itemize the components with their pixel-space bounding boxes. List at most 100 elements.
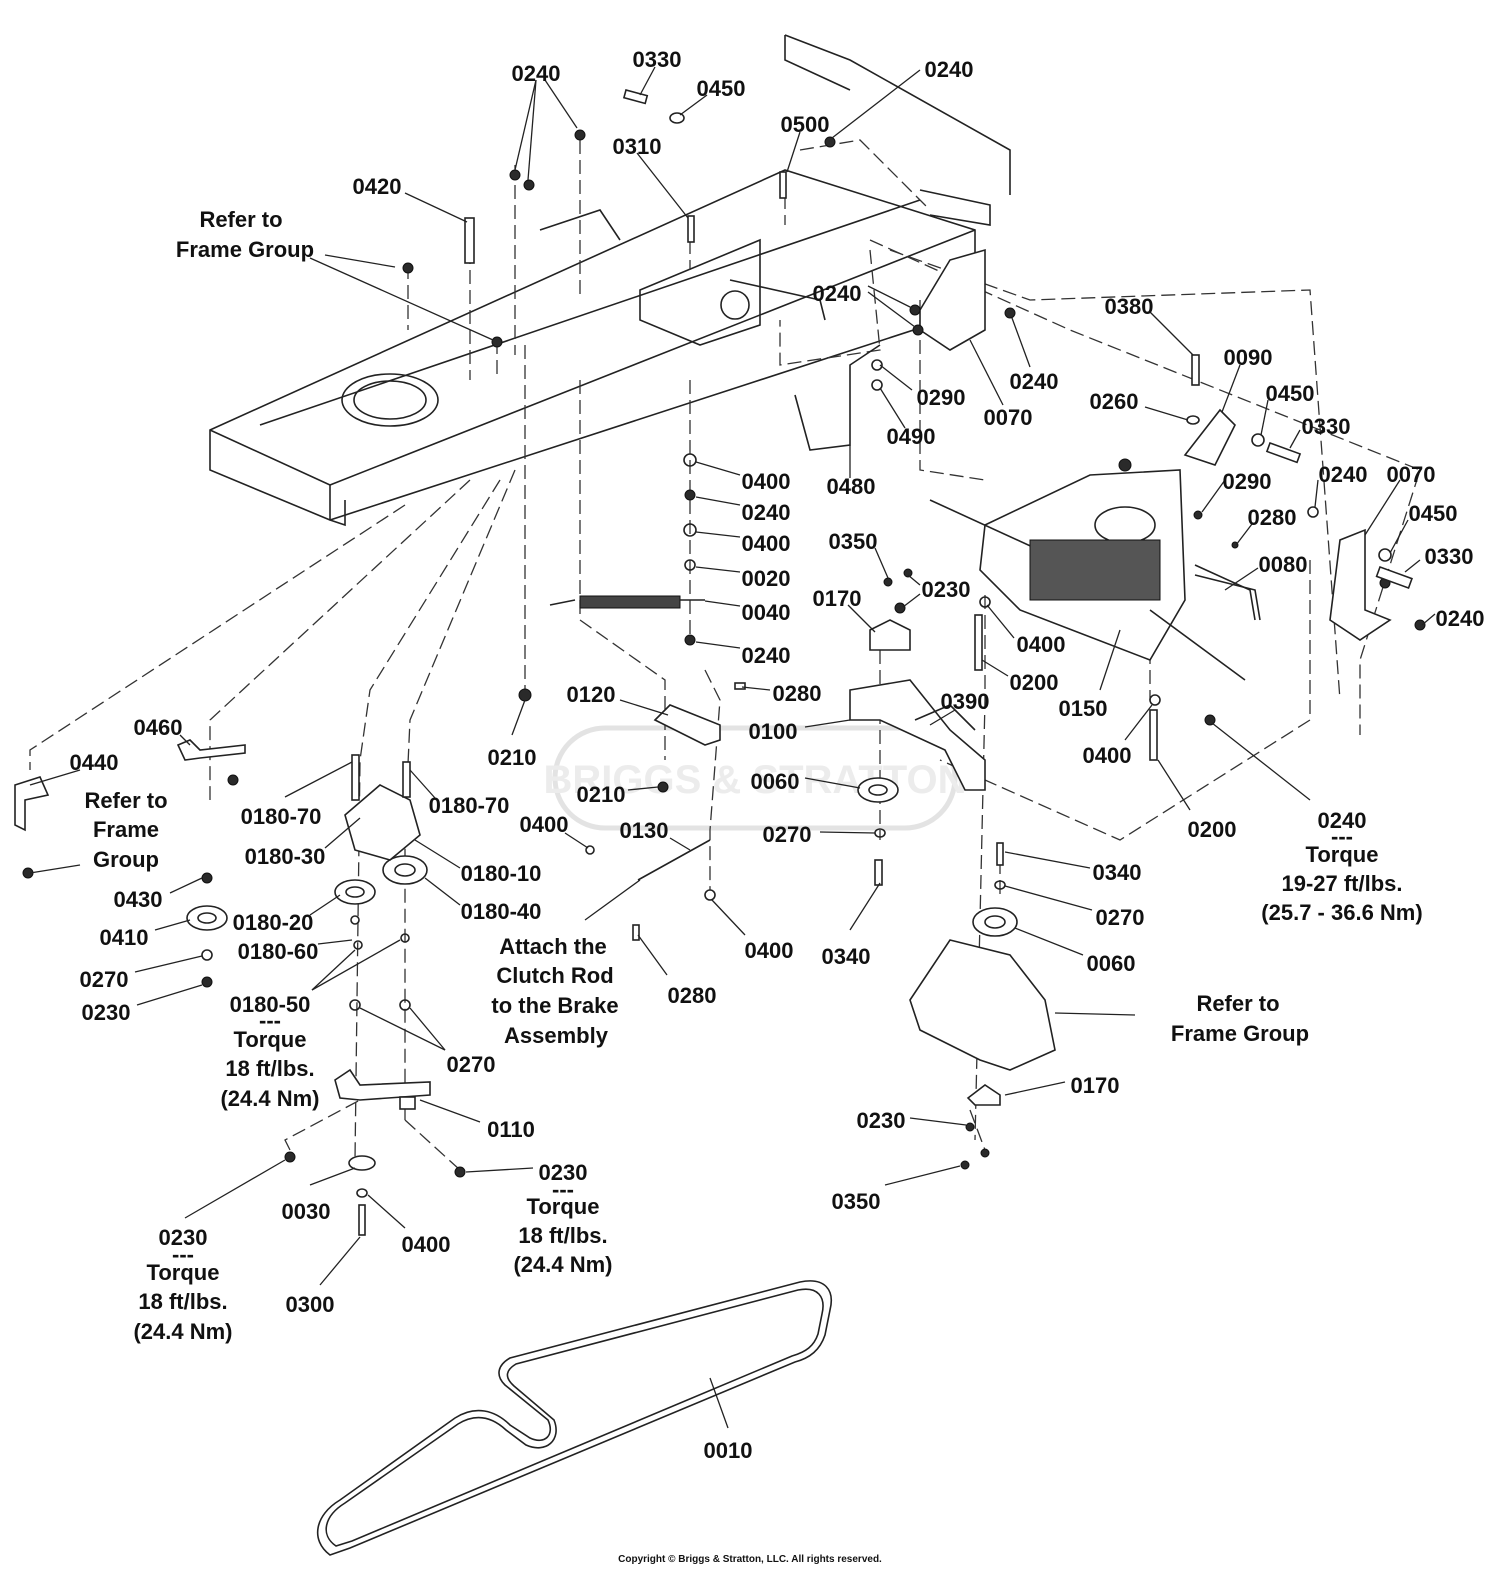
callout-label: 0270 [763, 822, 812, 847]
callout-label: Torque [234, 1027, 307, 1052]
callout-label: 0060 [1087, 951, 1136, 976]
callout-label: Group [93, 847, 159, 872]
callout-label: 0040 [742, 600, 791, 625]
callout-label: 0180-50 [230, 992, 311, 1017]
callout-label: 0230 [159, 1225, 208, 1250]
callout-label: 0240 [1318, 808, 1367, 833]
callout-label: 0010 [704, 1438, 753, 1463]
parts [14, 89, 1426, 1236]
callout-label: 0400 [520, 812, 569, 837]
callout-label: to the Brake [491, 993, 618, 1018]
callout-label: (24.4 Nm) [513, 1252, 612, 1277]
callout-label: 0240 [925, 57, 974, 82]
callout-label: 0240 [742, 643, 791, 668]
callout-label: 0400 [742, 531, 791, 556]
callout-label: 0200 [1010, 670, 1059, 695]
callout-label: 0330 [1425, 544, 1474, 569]
callout-label: 0070 [1387, 462, 1436, 487]
frame-assembly [209, 34, 1011, 527]
callout-label: 0260 [1090, 389, 1139, 414]
callout-label: 0180-20 [233, 910, 314, 935]
callout-label: --- [552, 1177, 574, 1202]
callout-label: 0460 [134, 715, 183, 740]
callout-label: 0180-70 [241, 804, 322, 829]
callout-label: 0410 [100, 925, 149, 950]
callout-label: 0430 [114, 887, 163, 912]
callout-label: 18 ft/lbs. [225, 1056, 314, 1081]
callout-label: Frame [93, 817, 159, 842]
callout-label: 0490 [887, 424, 936, 449]
callout-label: 19-27 ft/lbs. [1281, 871, 1402, 896]
callout-label: 0300 [286, 1292, 335, 1317]
callout-label: 0380 [1105, 294, 1154, 319]
callout-label: 0280 [1248, 505, 1297, 530]
callout-label: 0020 [742, 566, 791, 591]
callout-label: 0120 [567, 682, 616, 707]
callout-label: 0240 [813, 281, 862, 306]
callout-label: (25.7 - 36.6 Nm) [1261, 900, 1422, 925]
drive-belt [316, 1280, 832, 1556]
callout-label: Frame Group [176, 237, 314, 262]
callout-label: Torque [1306, 842, 1379, 867]
callout-label: 18 ft/lbs. [138, 1289, 227, 1314]
callout-label: 0290 [1223, 469, 1272, 494]
callout-label: 0210 [488, 745, 537, 770]
callout-label: 0090 [1224, 345, 1273, 370]
callout-label: 0450 [697, 76, 746, 101]
callout-label: Torque [147, 1260, 220, 1285]
callout-label: 0310 [613, 134, 662, 159]
callout-label: Refer to [199, 207, 282, 232]
callout-label: 0400 [742, 469, 791, 494]
callout-label: Attach the [499, 934, 607, 959]
leader-lines [29, 66, 1436, 1429]
callout-label: 0180-70 [429, 793, 510, 818]
callout-label: 0280 [668, 983, 717, 1008]
callout-label: 0080 [1259, 552, 1308, 577]
callout-label: 0230 [922, 577, 971, 602]
callout-label: 0480 [827, 474, 876, 499]
callout-label: 0450 [1266, 381, 1315, 406]
callout-label: 0420 [353, 174, 402, 199]
callout-label: Refer to [1196, 991, 1279, 1016]
callout-label: 0240 [512, 61, 561, 86]
callout-label: 0400 [745, 938, 794, 963]
callout-label: 0450 [1409, 501, 1458, 526]
callout-label: 0180-40 [461, 899, 542, 924]
callout-label: 0130 [620, 818, 669, 843]
callout-label: 0060 [751, 769, 800, 794]
callout-label: 0180-30 [245, 844, 326, 869]
callout-label: 0330 [1302, 414, 1351, 439]
callout-label: 0400 [1017, 632, 1066, 657]
callout-label: 0030 [282, 1199, 331, 1224]
callout-label: 0400 [1083, 743, 1132, 768]
callout-label: 0240 [1010, 369, 1059, 394]
callout-label: 0400 [402, 1232, 451, 1257]
callout-label: 0280 [773, 681, 822, 706]
callout-label: (24.4 Nm) [133, 1319, 232, 1344]
callout-label: 0270 [80, 967, 129, 992]
callout-label: 0180-60 [238, 939, 319, 964]
callout-label: 0500 [781, 112, 830, 137]
callout-label: 0100 [749, 719, 798, 744]
callout-label: 0270 [1096, 905, 1145, 930]
callout-label: 0230 [539, 1160, 588, 1185]
callout-label: --- [259, 1008, 281, 1033]
callout-label: 0230 [857, 1108, 906, 1133]
callout-label: 0240 [1319, 462, 1368, 487]
callout-label: 0350 [829, 529, 878, 554]
callout-label: 0170 [1071, 1073, 1120, 1098]
callout-label: Assembly [504, 1023, 609, 1048]
callout-label: 0170 [813, 586, 862, 611]
callout-label: 0340 [822, 944, 871, 969]
callout-label: --- [172, 1242, 194, 1267]
callout-label: Frame Group [1171, 1021, 1309, 1046]
callout-label: 0440 [70, 750, 119, 775]
callout-label: Refer to [84, 788, 167, 813]
callout-label: 0210 [577, 782, 626, 807]
callout-label: 0240 [1436, 606, 1485, 631]
callout-label: --- [1331, 824, 1353, 849]
callout-label: 0110 [487, 1117, 535, 1142]
callout-label: 0070 [984, 405, 1033, 430]
